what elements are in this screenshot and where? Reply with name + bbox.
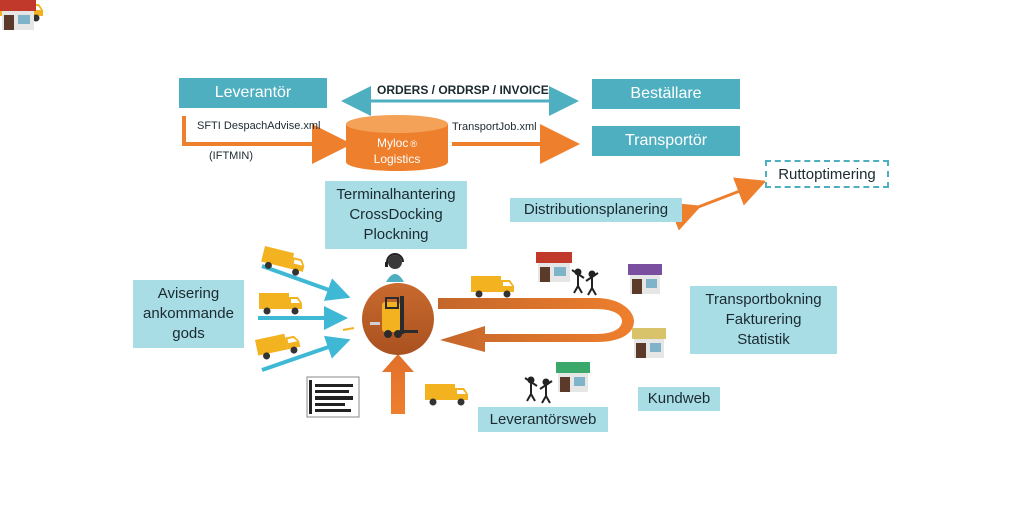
myloc-database-icon bbox=[346, 115, 448, 171]
leverantor-box: Leverantör bbox=[179, 78, 327, 108]
transportbokning-line1: Transportbokning bbox=[705, 291, 822, 308]
supplier-up-arrow bbox=[382, 354, 414, 414]
avisering-box: Avisering ankommande gods bbox=[133, 280, 244, 348]
storefront-icon bbox=[0, 0, 36, 30]
bestallare-box: Beställare bbox=[592, 79, 740, 109]
db-line2: Logistics bbox=[373, 152, 421, 166]
transportbokning-line2: Fakturering bbox=[725, 311, 802, 328]
operator-headset-icon bbox=[385, 253, 404, 282]
happy-people-icon bbox=[524, 376, 553, 404]
transportbokning-line3: Statistik bbox=[737, 331, 790, 348]
delivery-truck-icon bbox=[425, 384, 468, 406]
leverantorsweb-box: Leverantörsweb bbox=[478, 407, 608, 432]
avisering-line1: Avisering bbox=[157, 285, 220, 302]
storefront-icon bbox=[632, 328, 666, 358]
ruttoptimering-box: Ruttoptimering bbox=[765, 160, 889, 188]
transportbokning-box: Transportbokning Fakturering Statistik bbox=[690, 286, 837, 354]
registered-mark: ® bbox=[410, 139, 417, 149]
iftmin-label: (IFTMIN) bbox=[209, 150, 253, 162]
terminal-box: Terminalhantering CrossDocking Plockning bbox=[325, 181, 467, 249]
barcode-document-icon bbox=[306, 376, 360, 418]
transportor-box: Transportör bbox=[592, 126, 740, 156]
avisering-line3: gods bbox=[172, 325, 205, 342]
avisering-line2: ankommande bbox=[143, 305, 234, 322]
delivery-truck-icon bbox=[255, 331, 302, 362]
forklift-icon bbox=[370, 296, 418, 338]
delivery-truck-icon bbox=[259, 293, 302, 315]
incoming-arrows bbox=[258, 264, 351, 372]
kundweb-box: Kundweb bbox=[638, 387, 720, 411]
terminal-line2: CrossDocking bbox=[349, 206, 443, 223]
database-label: Myloc® Logistics bbox=[346, 136, 448, 167]
delivery-truck-icon bbox=[471, 276, 514, 298]
distribution-rutt-arrow bbox=[668, 177, 767, 231]
storefront-icon bbox=[556, 362, 590, 392]
db-line1: Myloc bbox=[377, 136, 409, 150]
orders-label: ORDERS / ORDRSP / INVOICE bbox=[377, 83, 549, 97]
despatch-arrow bbox=[182, 116, 352, 164]
transportjob-label: TransportJob.xml bbox=[452, 121, 537, 133]
storefront-icon bbox=[628, 264, 662, 294]
happy-people-icon bbox=[571, 268, 599, 296]
storefront-icon bbox=[536, 252, 572, 282]
despatch-label: SFTI DespachAdvise.xml bbox=[197, 120, 321, 132]
distribution-box: Distributionsplanering bbox=[510, 198, 682, 222]
terminal-line1: Terminalhantering bbox=[336, 186, 456, 203]
return-flow-arrow bbox=[438, 298, 634, 352]
terminal-line3: Plockning bbox=[363, 226, 429, 243]
